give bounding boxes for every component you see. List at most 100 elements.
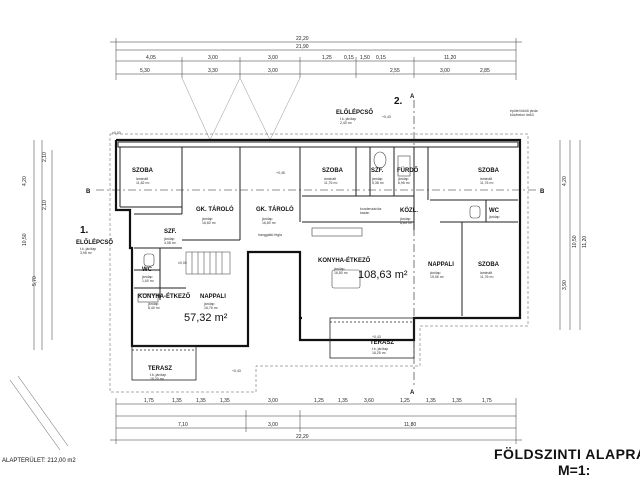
stairs [185, 251, 231, 275]
svg-text:3,00: 3,00 [268, 398, 278, 404]
room-wc-1: WC [489, 208, 500, 214]
svg-text:+0,45: +0,45 [276, 171, 285, 175]
svg-text:4,20: 4,20 [22, 176, 28, 186]
svg-text:2,55: 2,55 [390, 68, 400, 74]
svg-text:1,50: 1,50 [360, 55, 370, 61]
svg-text:2,10: 2,10 [42, 152, 48, 162]
bottom-dim-row2: 7,10 3,00 11,80 [178, 422, 416, 428]
note-hanging: hanggátló fegla [258, 233, 282, 237]
svg-text:5,70: 5,70 [32, 276, 38, 286]
svg-text:1,35: 1,35 [196, 398, 206, 404]
section-b-left: B [86, 189, 91, 195]
svg-text:1,75: 1,75 [144, 398, 154, 404]
svg-text:±0,00: ±0,00 [112, 131, 121, 135]
svg-text:0,15: 0,15 [376, 55, 386, 61]
svg-text:3,90: 3,90 [562, 280, 568, 290]
room-wc-2: WC [142, 267, 153, 273]
bottom-dimension-lines [110, 398, 522, 444]
kitchen-furniture [137, 151, 481, 303]
room-konyha-etkezo-1: KONYHA-ÉTKEZŐ [318, 256, 371, 264]
room-labels: SZOBA GK. TÁROLÓ GK. TÁROLÓ SZOBA SZF. F… [132, 167, 500, 300]
room-szoba-3: SZOBA [478, 168, 500, 174]
room-konyha-etkezo-2: KONYHA-ÉTKEZŐ [138, 292, 191, 300]
entry-elolepcso-1: ELŐLÉPCSŐ [336, 108, 373, 116]
level-marks: ±0,00 +0,45 +0,43 ±0,00 +0,43 +0,43 [112, 115, 391, 373]
svg-text:0,15: 0,15 [344, 55, 354, 61]
drawing-scale: M=1: [558, 462, 591, 478]
room-gk-tarolo-1: GK. TÁROLÓ [196, 205, 234, 213]
section-b-right: B [540, 189, 545, 195]
roof-outline [181, 77, 301, 141]
svg-text:3,00: 3,00 [268, 68, 278, 74]
svg-text:1,35: 1,35 [172, 398, 182, 404]
svg-text:7,10: 7,10 [178, 422, 188, 428]
room-szf-2: SZF. [164, 229, 177, 235]
svg-text:1,35: 1,35 [452, 398, 462, 404]
room-kozl: KÖZL. [400, 207, 418, 214]
svg-text:1,25: 1,25 [400, 398, 410, 404]
top-dimension-lines [110, 38, 522, 80]
top-dim-row3: 5,30 3,30 3,00 2,55 3,00 2,85 [140, 68, 490, 74]
dim-overall-bottom: 22,20 [296, 434, 309, 440]
section-a-top: A [410, 94, 415, 100]
svg-text:1,25: 1,25 [322, 55, 332, 61]
svg-text:1,35: 1,35 [426, 398, 436, 404]
svg-text:2,85: 2,85 [480, 68, 490, 74]
svg-text:1,35: 1,35 [220, 398, 230, 404]
svg-text:3,00: 3,00 [268, 422, 278, 428]
outer-walls [114, 138, 522, 348]
svg-text:4,05: 4,05 [146, 55, 156, 61]
room-furdo: FÜRDŐ [397, 167, 419, 174]
svg-text:járólap: járólap [488, 215, 500, 219]
room-szoba-2: SZOBA [322, 168, 344, 174]
unit-b-area: 108,63 m² [358, 269, 408, 281]
unit-a-area: 57,32 m² [184, 312, 228, 324]
svg-text:3,30: 3,30 [208, 68, 218, 74]
svg-text:3,00: 3,00 [268, 55, 278, 61]
svg-text:1,75: 1,75 [482, 398, 492, 404]
left-dimension-lines [33, 140, 53, 350]
leader-lines [9, 375, 69, 451]
svg-text:11,20: 11,20 [444, 55, 456, 61]
svg-text:10,50: 10,50 [22, 233, 28, 246]
svg-text:3,60: 3,60 [364, 398, 374, 404]
svg-text:5,30: 5,30 [140, 68, 150, 74]
room-szf-1: SZF. [371, 168, 384, 174]
terraces [131, 317, 415, 381]
walkway-outline [109, 133, 529, 393]
entry-elolepcso-2: ELŐLÉPCSŐ [76, 238, 113, 246]
room-gk-tarolo-2: GK. TÁROLÓ [256, 205, 294, 213]
drawing-title: FÖLDSZINTI ALAPRA [494, 446, 640, 462]
svg-text:2,10: 2,10 [42, 200, 48, 210]
svg-text:1,25: 1,25 [314, 398, 324, 404]
svg-text:11,80: 11,80 [404, 422, 416, 428]
svg-text:±0,00: ±0,00 [178, 261, 187, 265]
room-nappali-1: NAPPALI [428, 262, 454, 268]
svg-text:3,00: 3,00 [440, 68, 450, 74]
unit-2-label: 2. [394, 96, 403, 107]
room-szoba-1: SZOBA [132, 168, 154, 174]
inner-walls [117, 141, 519, 316]
bottom-dim-row1: 1,75 1,35 1,35 1,35 3,00 1,25 1,35 3,60 … [144, 398, 492, 404]
top-dim-row2: 4,05 3,00 3,00 1,25 0,15 1,50 0,15 11,20 [146, 55, 456, 61]
room-szoba-4: SZOBA [478, 262, 500, 268]
